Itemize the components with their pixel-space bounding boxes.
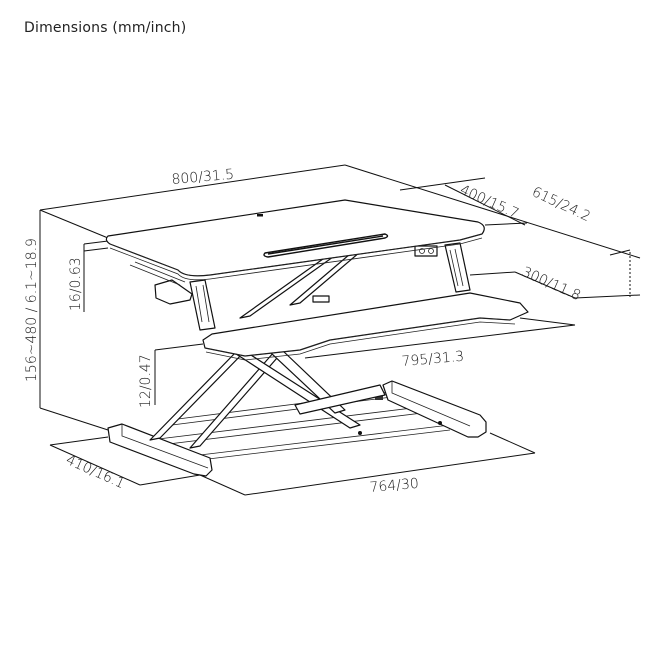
- tray-depth-label: 300/11.8: [519, 264, 583, 304]
- desktop-depth-label: 400/15.7: [457, 182, 521, 222]
- side-bracket: [129, 261, 216, 331]
- dimension-lines: [39, 164, 641, 496]
- desktop-thickness-label: 16/0.63: [68, 257, 84, 311]
- keyboard-tray: [202, 292, 529, 361]
- base-depth-label: 410/16.1: [63, 452, 127, 492]
- tray-thickness-label: 12/0.47: [138, 354, 154, 408]
- desktop-surface: [105, 199, 485, 303]
- base-width-label: 764/30: [369, 476, 419, 496]
- desktop-width-label: 800/31.5: [171, 167, 235, 188]
- height-range-label: 156~480 / 6.1~18.9: [24, 238, 40, 382]
- right-bracket: [414, 242, 471, 293]
- scissor-legs: [149, 251, 386, 449]
- total-depth-label: 615/24.2: [529, 184, 593, 225]
- page-title: Dimensions (mm/inch): [24, 20, 187, 36]
- tray-width-label: 795/31.3: [401, 349, 465, 370]
- base-frame: [107, 380, 487, 477]
